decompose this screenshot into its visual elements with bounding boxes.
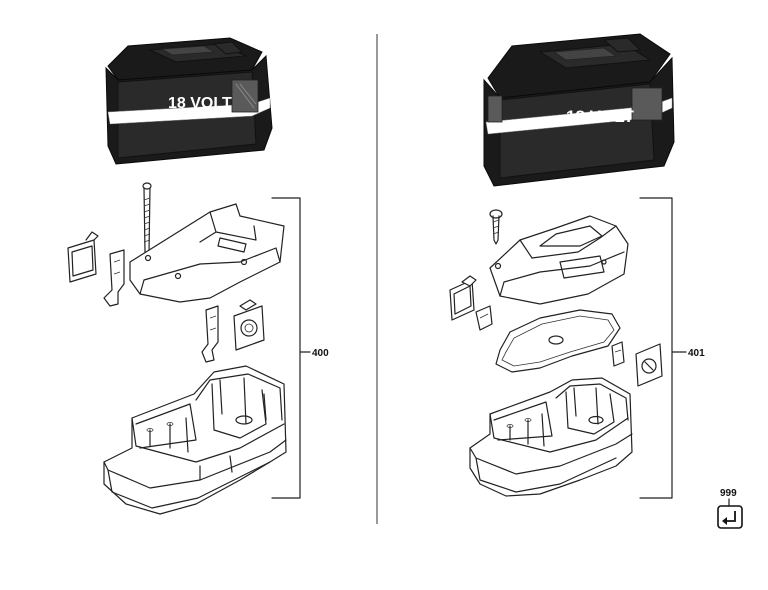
- callout-bracket-401: 401: [639, 197, 705, 499]
- legend-999: 999: [717, 488, 743, 529]
- return-arrow-icon[interactable]: [717, 505, 743, 529]
- right-contact-pad: [449, 275, 477, 321]
- callout-999: 999: [720, 488, 737, 499]
- right-sensor-block: [635, 343, 663, 387]
- left-sensor-block: [233, 299, 265, 351]
- right-terminal: [611, 341, 625, 367]
- right-screw: [489, 209, 503, 245]
- right-top-cover: [489, 215, 629, 305]
- left-battery-pack[interactable]: 18 VOLT: [105, 37, 273, 165]
- left-contact-pad: [67, 231, 99, 283]
- right-assembly: 18 VOLT: [449, 33, 705, 499]
- left-top-cover: [129, 203, 285, 303]
- left-contact-strip: [103, 249, 125, 307]
- left-assembly: 18 VOLT: [67, 37, 329, 515]
- callout-400: 400: [312, 348, 329, 359]
- right-contact-clip: [475, 305, 493, 331]
- right-gasket: [495, 309, 621, 373]
- right-battery-pack[interactable]: 18 VOLT: [483, 33, 675, 187]
- left-terminal: [201, 305, 219, 363]
- right-lower-housing: [469, 377, 633, 497]
- left-lower-housing: [103, 365, 287, 515]
- callout-401: 401: [688, 348, 705, 359]
- callout-bracket-400: 400: [271, 197, 329, 499]
- left-screw: [142, 182, 152, 257]
- left-battery-label: 18 VOLT: [168, 95, 232, 112]
- right-battery-label: 18 VOLT: [566, 107, 634, 126]
